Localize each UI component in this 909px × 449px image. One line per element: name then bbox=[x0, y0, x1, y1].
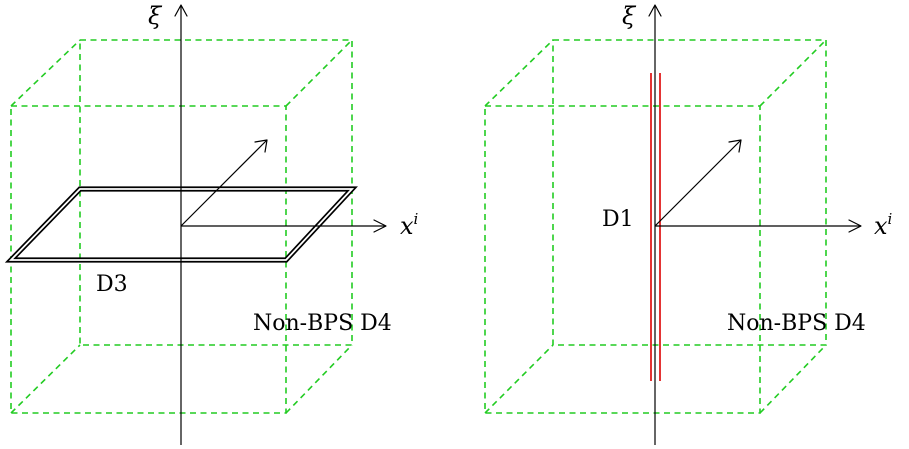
right-d4-label: Non-BPS D4 bbox=[727, 311, 866, 336]
right-x-label: xi bbox=[874, 210, 893, 240]
left-xi-arrowhead bbox=[174, 4, 188, 17]
left-d4-label: Non-BPS D4 bbox=[253, 311, 392, 336]
right-xi-arrowhead bbox=[648, 4, 662, 17]
right-xi-horizontal-axis bbox=[655, 219, 862, 233]
left-d4-box bbox=[10, 39, 353, 414]
right-d4-box bbox=[484, 39, 827, 414]
left-depth-axis bbox=[180, 139, 268, 227]
right-depth-axis bbox=[654, 139, 742, 227]
right-panel: ξ xi D1 Non-BPS D4 bbox=[484, 2, 893, 445]
left-panel: ξ xi D3 Non-BPS D4 bbox=[4, 2, 419, 445]
d1-label: D1 bbox=[602, 207, 634, 232]
left-depth-arrowhead bbox=[254, 139, 268, 153]
left-xi-horizontal-axis bbox=[181, 219, 387, 233]
left-xi-label: ξ bbox=[148, 2, 163, 30]
right-depth-arrowhead bbox=[728, 139, 742, 153]
left-xi-axis bbox=[174, 4, 188, 445]
right-x-arrowhead bbox=[848, 219, 862, 233]
left-x-arrowhead bbox=[373, 219, 387, 233]
d1-brane bbox=[650, 73, 661, 381]
left-x-label: xi bbox=[400, 210, 419, 240]
right-xi-label: ξ bbox=[622, 2, 637, 30]
d3-label: D3 bbox=[96, 272, 128, 297]
d3-brane bbox=[4, 186, 358, 263]
